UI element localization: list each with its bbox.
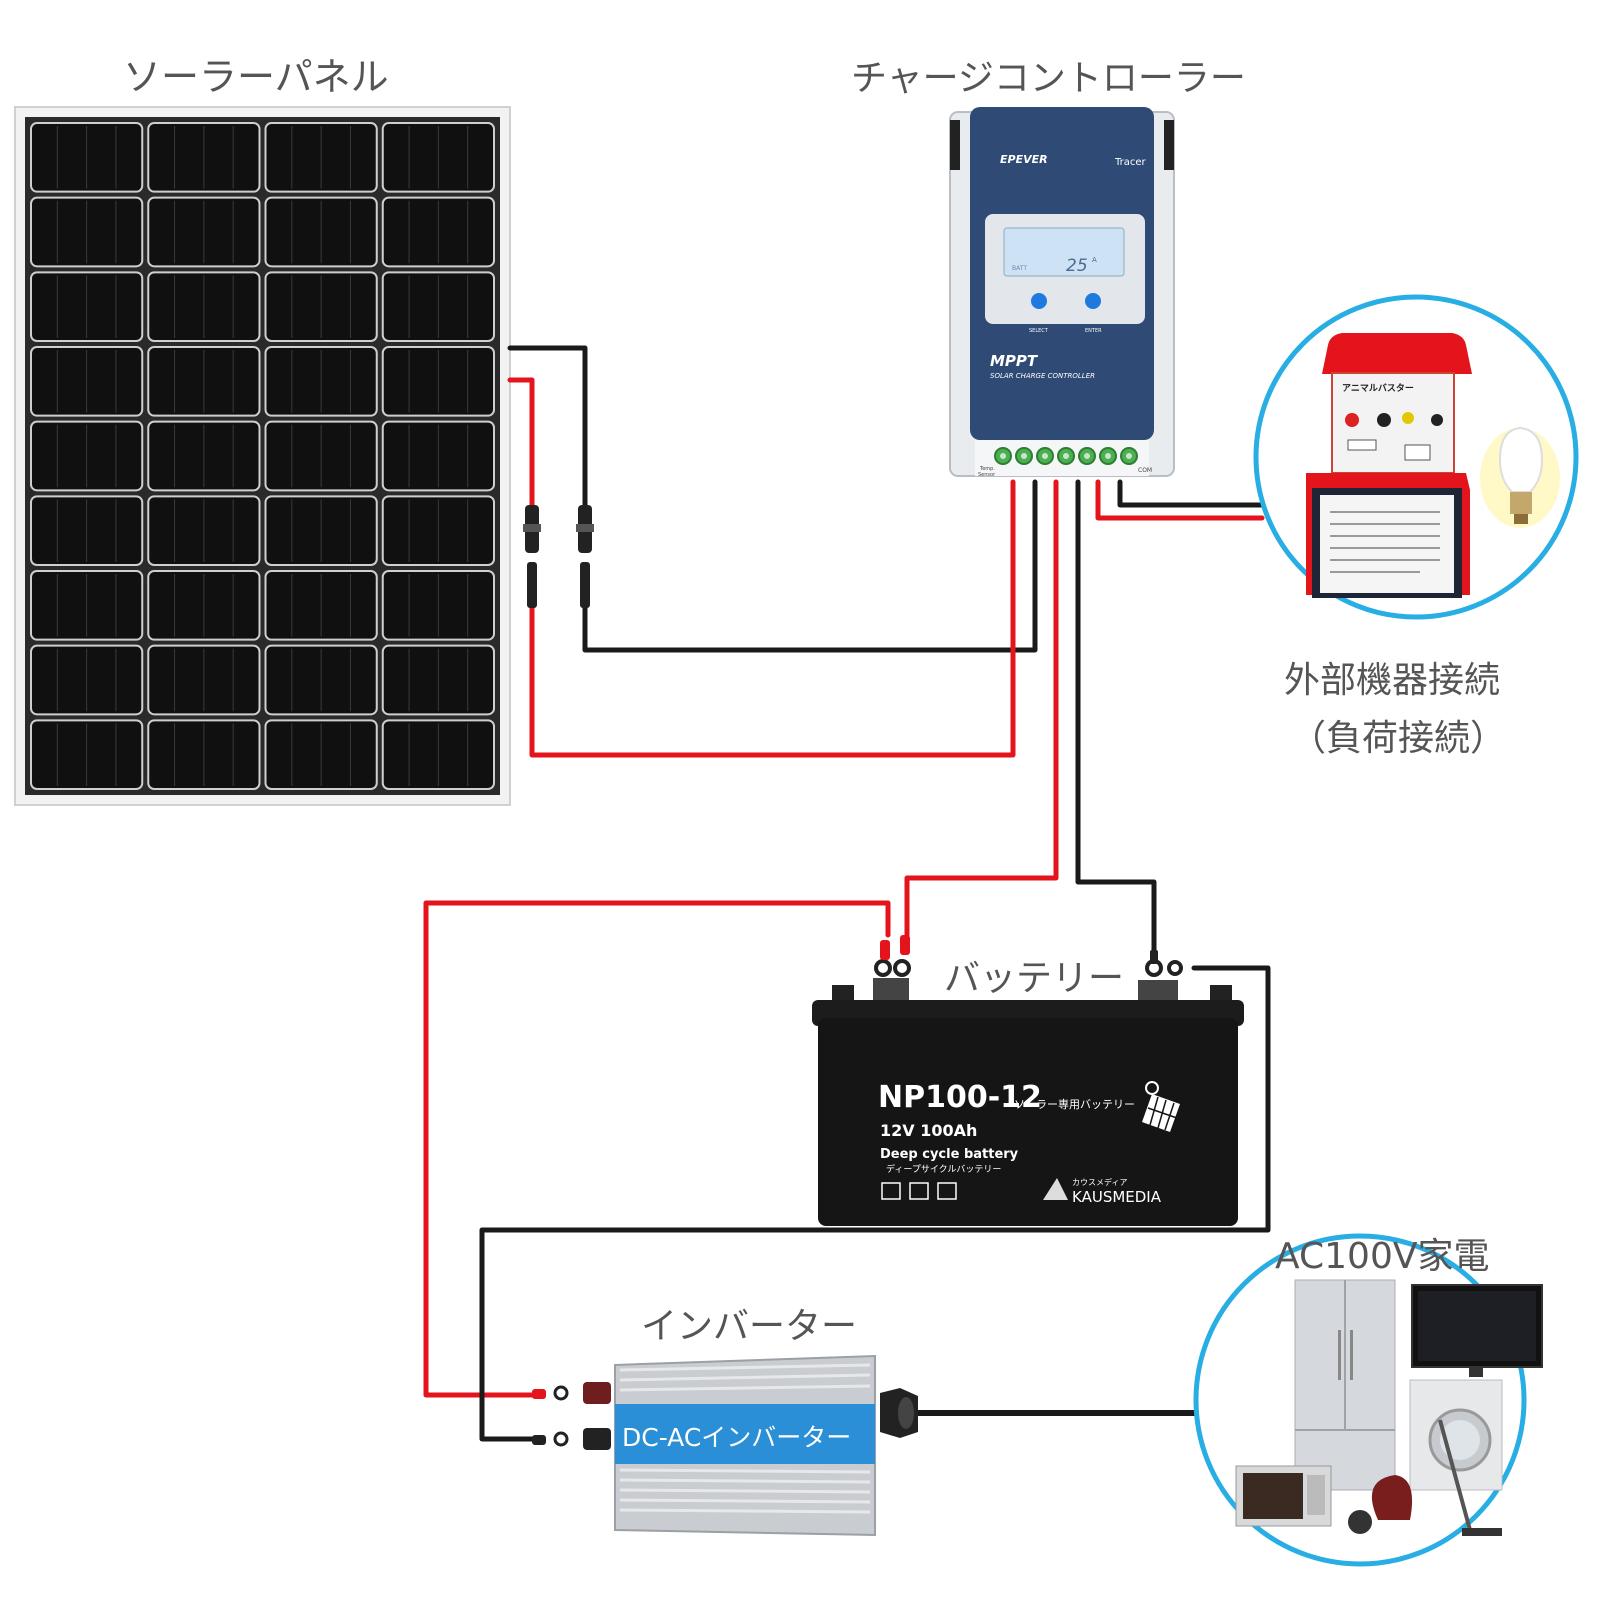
panel-positive-wire <box>507 377 535 508</box>
inverter-negative-wire <box>479 965 1271 1442</box>
solar-panel-label: ソーラーパネル <box>123 55 389 99</box>
ac-appliances-label: AC100V家電 <box>1275 1236 1489 1277</box>
battery-model: NP100-12 <box>878 1080 1042 1115</box>
select-label: SELECT <box>1029 328 1049 334</box>
panel-negative-wire <box>507 345 588 508</box>
ac-appliances <box>1193 1233 1543 1567</box>
mc4-connectors <box>523 505 594 608</box>
wiring <box>423 345 1271 1442</box>
controller-terminals <box>994 447 1138 465</box>
controller-brand: EPEVER <box>1000 153 1048 166</box>
load-negative-wire <box>1117 479 1265 508</box>
temp-sensor-label-2: Sensor <box>978 472 996 478</box>
load-positive-wire <box>1095 479 1265 521</box>
labels: ソーラーパネル チャージコントローラー 外部機器接続 （負荷接続） バッテリー … <box>123 55 1506 1347</box>
panel-negative-wire-2 <box>582 479 1038 653</box>
battery-spec: 12V 100Ah <box>880 1121 977 1140</box>
battery-model-suffix: ソーラー専用バッテリー <box>1014 1098 1135 1111</box>
mppt-label: MPPT <box>990 352 1039 370</box>
enter-label: ENTER <box>1085 328 1102 334</box>
solar-panel-icon <box>1142 1081 1180 1132</box>
battery-label: バッテリー <box>944 958 1124 999</box>
inverter-label: インバーター <box>641 1306 857 1347</box>
inverter-band-label: DC-ACインバーター <box>622 1423 851 1452</box>
select-button[interactable] <box>1031 293 1047 309</box>
external-device: アニマルバスター <box>1253 294 1579 620</box>
solar-panel <box>14 106 511 806</box>
fence-device-title: アニマルバスター <box>1342 382 1414 394</box>
solar-cells <box>30 122 495 790</box>
panel-positive-wire-2 <box>529 479 1016 758</box>
controller-subtitle: SOLAR CHARGE CONTROLLER <box>990 372 1095 380</box>
battery-maker-ja: カウスメディア <box>1072 1177 1127 1187</box>
com-label: COM <box>1138 467 1152 474</box>
external-device-sublabel: （負荷接続） <box>1290 718 1506 759</box>
recycle-icons <box>881 1182 957 1200</box>
lcd-value: 25 <box>1066 256 1088 276</box>
battery-negative-wire <box>1075 479 1157 958</box>
inverter: DC-ACインバーター <box>532 1354 918 1537</box>
battery-maker: KAUSMEDIA <box>1072 1188 1162 1206</box>
light-bulb-icon <box>1480 426 1560 528</box>
charge-controller-label: チャージコントローラー <box>851 58 1246 99</box>
inverter-positive-wire <box>423 900 891 1398</box>
battery-type-ja: ディープサイクルバッテリー <box>886 1163 1001 1175</box>
charge-controller: EPEVER Tracer BATT 25 A SELECT ENTER MPP… <box>949 107 1175 478</box>
battery: NP100-12 ソーラー専用バッテリー 12V 100Ah Deep cycl… <box>812 935 1244 1226</box>
lcd-unit: A <box>1092 256 1097 264</box>
battery-type-en: Deep cycle battery <box>880 1147 1019 1162</box>
external-device-label: 外部機器接続 <box>1284 660 1500 701</box>
enter-button[interactable] <box>1085 293 1101 309</box>
controller-model: Tracer <box>1114 157 1147 168</box>
temp-sensor-label: Temp. <box>979 466 995 472</box>
battery-positive-wire <box>904 479 1059 938</box>
lcd-batt: BATT <box>1012 265 1027 272</box>
